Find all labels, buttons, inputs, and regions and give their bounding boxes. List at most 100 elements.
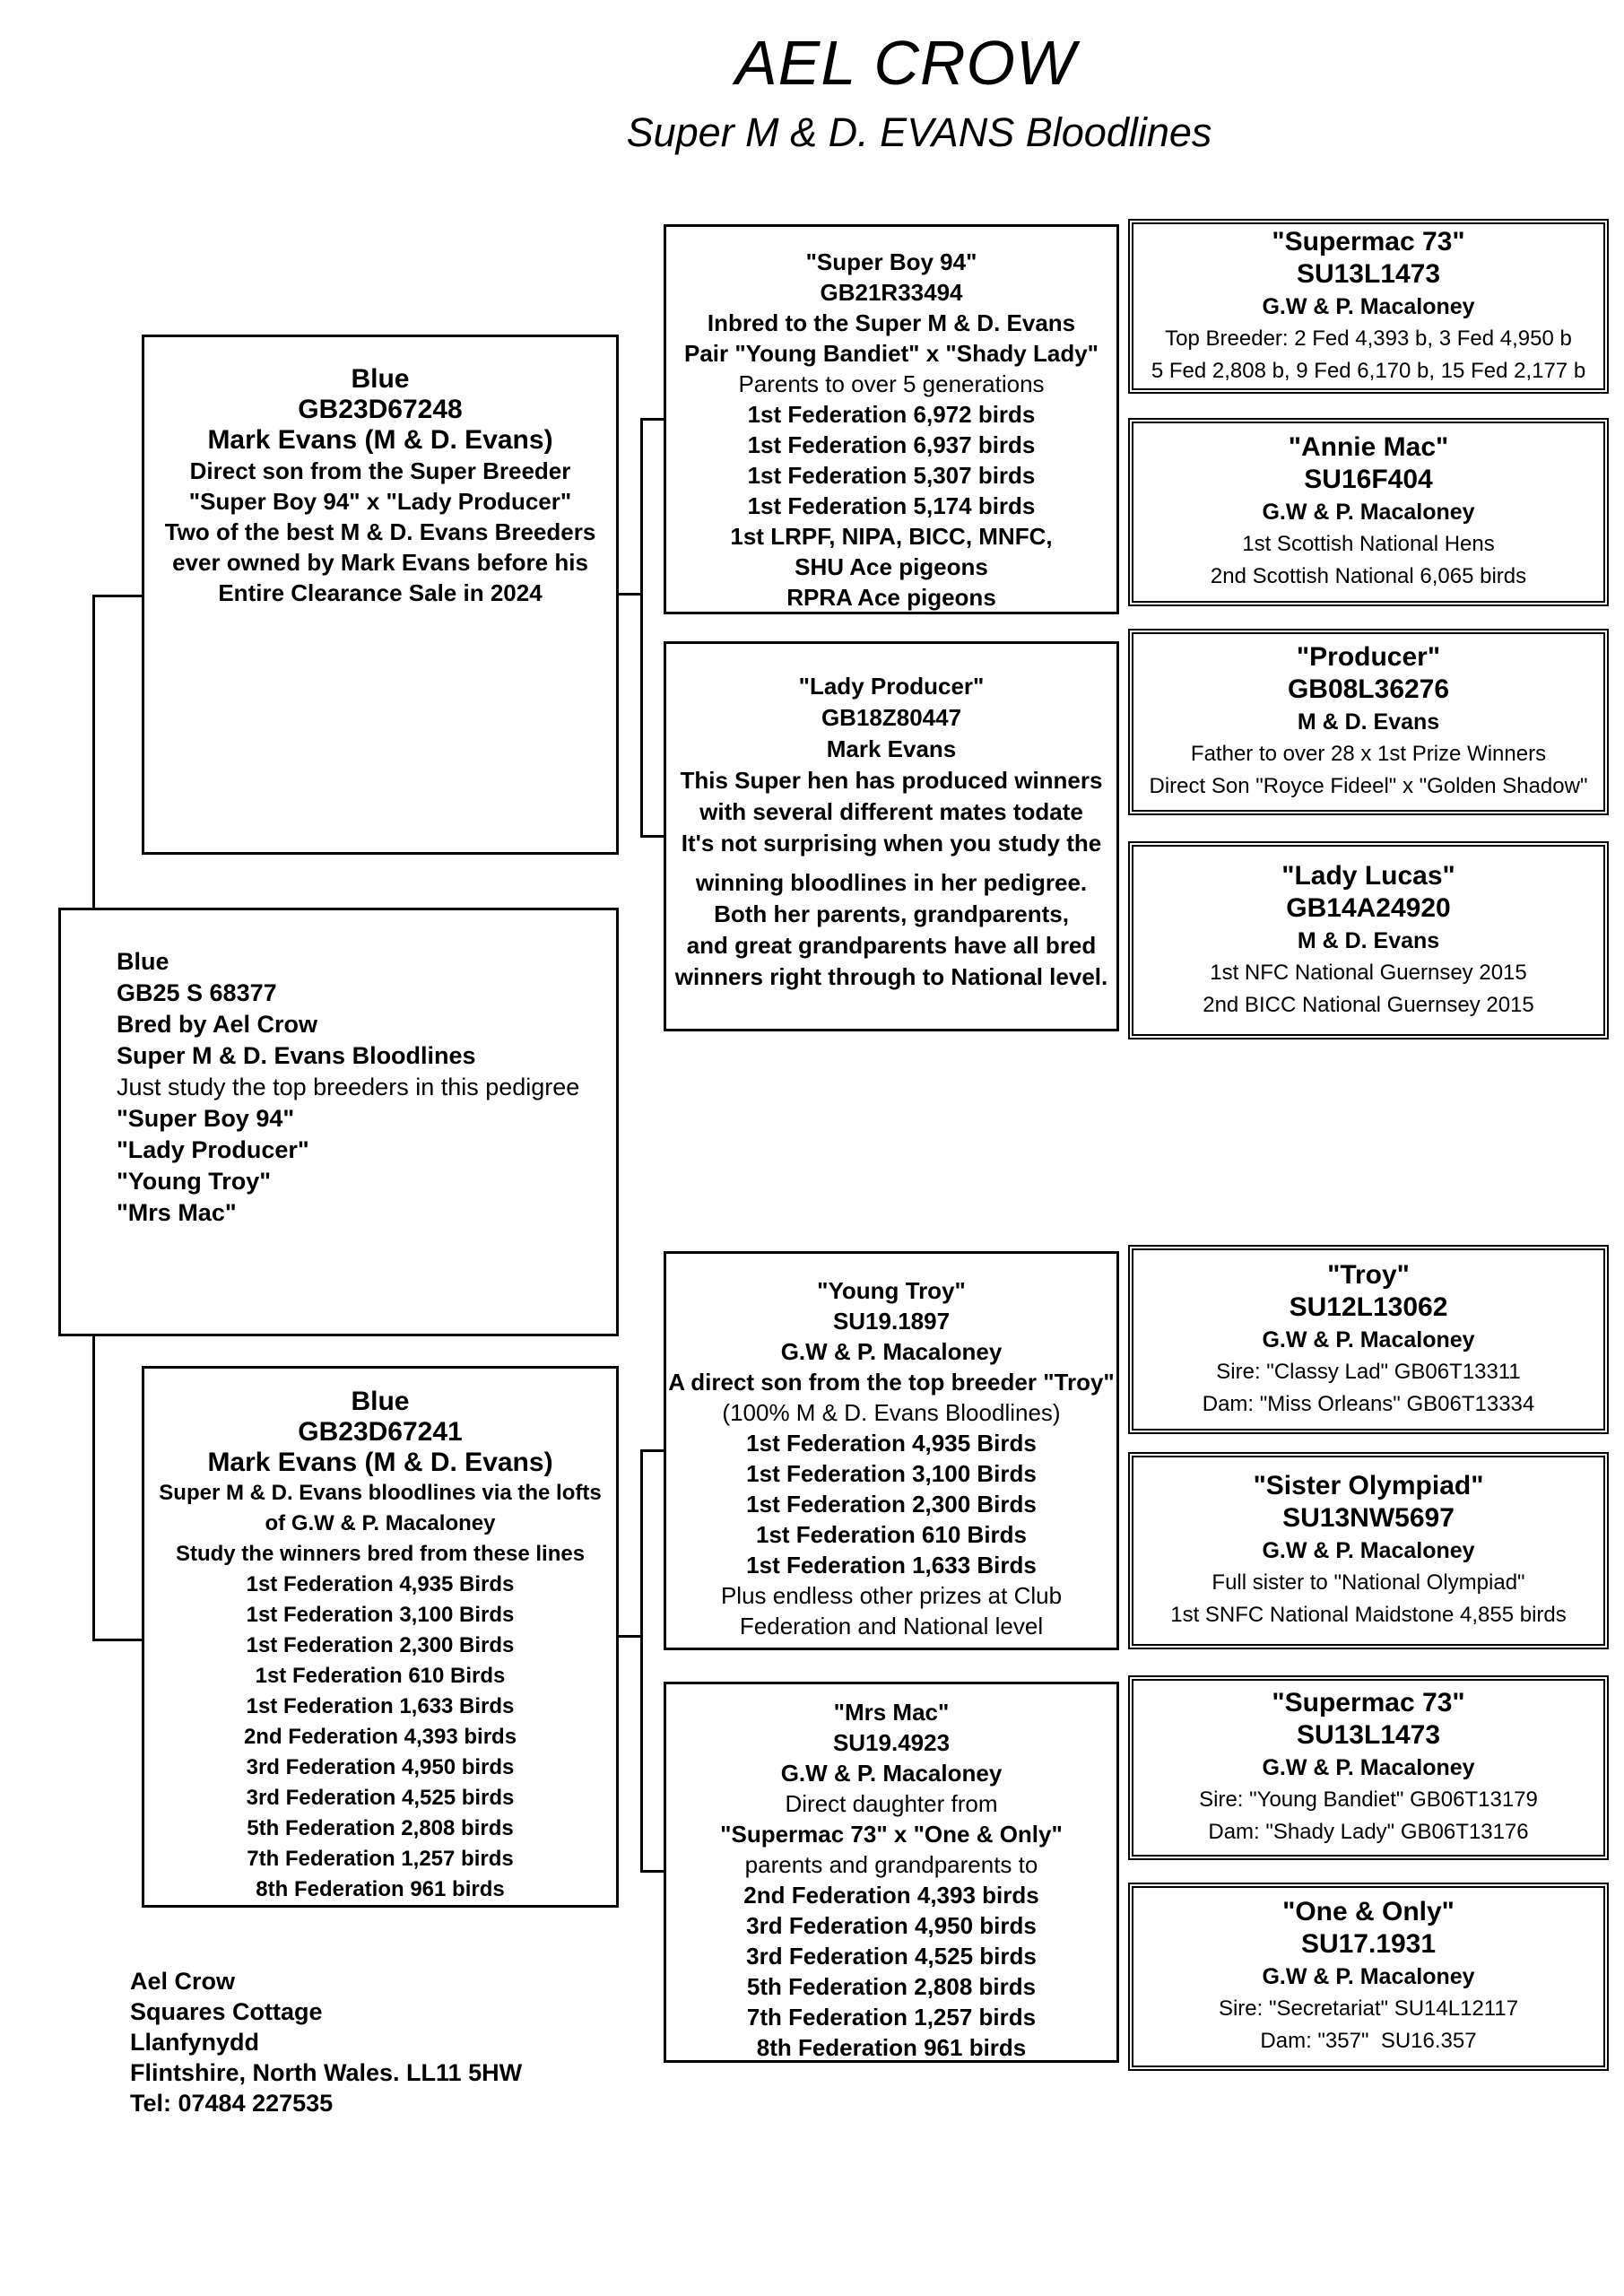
- text-line: Llanfynydd: [130, 2029, 260, 2056]
- text-line: SU13L1473: [1296, 258, 1441, 289]
- connector-line: [92, 595, 95, 910]
- text-line: Bred by Ael Crow: [117, 1011, 318, 1038]
- text-line: Dam: "Miss Orleans" GB06T13334: [1202, 1391, 1535, 1416]
- text-line: Direct Son "Royce Fideel" x "Golden Shad…: [1149, 774, 1588, 798]
- text-line: of G.W & P. Macaloney: [265, 1511, 496, 1535]
- text-line: SU19.1897: [832, 1308, 951, 1335]
- text-line: 1st Federation 610 Birds: [756, 1521, 1027, 1548]
- text-line: Sire: "Secretariat" SU14L12117: [1218, 1996, 1519, 2021]
- text-line: and great grandparents have all bred: [686, 932, 1097, 959]
- text-line: "Lady Producer": [798, 673, 985, 700]
- text-line: G.W & P. Macaloney: [1262, 1755, 1475, 1780]
- text-line: Dam: "Shady Lady" GB06T13176: [1208, 1820, 1529, 1844]
- text-line: 1st NFC National Guernsey 2015: [1210, 960, 1527, 985]
- text-line: Squares Cottage: [130, 1998, 323, 2025]
- text-line: ever owned by Mark Evans before his: [172, 549, 588, 576]
- text-line: G.W & P. Macaloney: [1262, 500, 1475, 525]
- text-line: G.W & P. Macaloney: [780, 1760, 1003, 1787]
- text-line: with several different mates todate: [699, 798, 1083, 825]
- text-line: G.W & P. Macaloney: [1262, 293, 1475, 319]
- text-line: "Super Boy 94": [117, 1105, 295, 1132]
- text-line: "Lady Lucas": [1281, 860, 1455, 891]
- text-line: Direct daughter from: [785, 1790, 998, 1817]
- text-line: Father to over 28 x 1st Prize Winners: [1190, 742, 1547, 766]
- text-line: 2nd Federation 4,393 birds: [243, 1725, 517, 1749]
- connector-line: [92, 1639, 142, 1641]
- text-line: GB18Z80447: [821, 704, 962, 731]
- text-line: Entire Clearance Sale in 2024: [218, 579, 543, 606]
- connector-line: [619, 1635, 642, 1638]
- text-line: Super M & D. Evans Bloodlines: [117, 1042, 476, 1069]
- connector-line: [642, 418, 664, 421]
- text-line: 1st Federation 6,937 birds: [747, 431, 1036, 458]
- text-line: Two of the best M & D. Evans Breeders: [164, 518, 596, 545]
- text-line: 3rd Federation 4,525 birds: [246, 1786, 515, 1810]
- text-line: It's not surprising when you study the: [681, 830, 1102, 857]
- text-line: "Super Boy 94": [805, 248, 977, 275]
- text-line: "One & Only": [1282, 1897, 1455, 1926]
- text-line: 1st Scottish National Hens: [1242, 532, 1495, 556]
- text-line: "Mrs Mac": [833, 1699, 950, 1726]
- connector-line: [619, 593, 642, 596]
- text-line: "Annie Mac": [1288, 432, 1449, 462]
- text-line: "Sister Olympiad": [1253, 1471, 1484, 1500]
- text-line: Tel: 07484 227535: [130, 2090, 334, 2117]
- text-line: Blue: [117, 948, 169, 975]
- text-line: "Young Troy": [817, 1277, 966, 1304]
- text-line: Sire: "Classy Lad" GB06T13311: [1216, 1359, 1521, 1384]
- text-line: "Lady Producer": [117, 1136, 309, 1163]
- connector-line: [642, 1449, 664, 1452]
- text-line: 1st Federation 1,633 Birds: [746, 1552, 1037, 1578]
- text-line: "Producer": [1296, 642, 1441, 672]
- text-line: 7th Federation 1,257 birds: [746, 2004, 1037, 2031]
- text-line: SU12L13062: [1289, 1292, 1448, 1322]
- text-line: M & D. Evans: [1297, 927, 1440, 953]
- text-line: Federation and National level: [739, 1613, 1044, 1639]
- text-line: 1st Federation 6,972 birds: [747, 401, 1036, 428]
- text-line: Just study the top breeders in this pedi…: [117, 1074, 580, 1100]
- text-line: 1st SNFC National Maidstone 4,855 birds: [1170, 1603, 1567, 1627]
- text-line: "Super Boy 94" x "Lady Producer": [188, 488, 572, 515]
- text-line: 1st Federation 4,935 Birds: [746, 1430, 1037, 1457]
- text-line: G.W & P. Macaloney: [780, 1338, 1003, 1365]
- text-line: Flintshire, North Wales. LL11 5HW: [130, 2059, 523, 2086]
- text-line: 3rd Federation 4,950 birds: [246, 1755, 515, 1779]
- text-line: 2nd Federation 4,393 birds: [743, 1882, 1039, 1909]
- text-line: G.W & P. Macaloney: [1262, 1964, 1475, 1989]
- text-line: SU13L1473: [1296, 1720, 1441, 1750]
- connector-line: [92, 595, 142, 597]
- text-line: SHU Ace pigeons: [795, 553, 988, 580]
- text-line: winners right through to National level.: [674, 963, 1108, 990]
- text-line: "Supermac 73": [1272, 226, 1465, 257]
- text-line: Plus endless other prizes at Club: [720, 1582, 1063, 1609]
- text-line: 5th Federation 2,808 birds: [746, 1973, 1037, 2000]
- text-line: parents and grandparents to: [744, 1851, 1038, 1878]
- text-line: Super M & D. Evans bloodlines via the lo…: [159, 1481, 602, 1505]
- text-line: 1st Federation 5,174 birds: [747, 492, 1036, 519]
- text-line: winning bloodlines in her pedigree.: [695, 869, 1088, 896]
- text-line: 1st Federation 5,307 birds: [747, 462, 1036, 489]
- text-line: "Mrs Mac": [117, 1199, 237, 1226]
- connector-line: [640, 1449, 643, 1873]
- connector-line: [642, 835, 664, 838]
- text-line: 2nd Scottish National 6,065 birds: [1210, 564, 1527, 588]
- page-title: AEL CROW: [734, 28, 1077, 98]
- text-line: 3rd Federation 4,950 birds: [746, 1912, 1037, 1939]
- text-line: Ael Crow: [130, 1968, 236, 1995]
- text-line: Full sister to "National Olympiad": [1211, 1570, 1525, 1595]
- text-line: (100% M & D. Evans Bloodlines): [722, 1399, 1061, 1426]
- text-line: 8th Federation 961 birds: [256, 1877, 505, 1901]
- text-line: SU16F404: [1304, 465, 1433, 494]
- text-line: Study the winners bred from these lines: [175, 1542, 586, 1566]
- text-line: GB08L36276: [1287, 674, 1450, 704]
- text-line: 1st Federation 2,300 Birds: [746, 1491, 1037, 1518]
- text-line: GB14A24920: [1286, 892, 1451, 923]
